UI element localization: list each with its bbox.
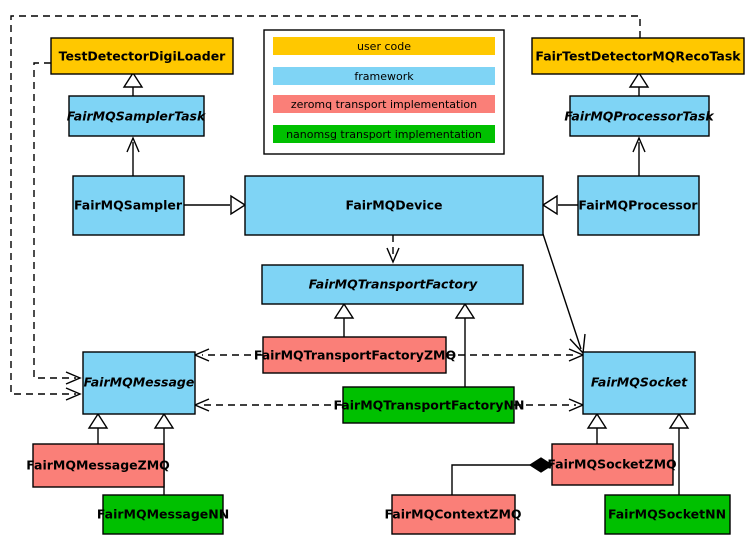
legend-item-zeromq: zeromq transport implementation bbox=[273, 95, 495, 113]
node-label: FairMQSocketZMQ bbox=[547, 457, 676, 472]
edge-factoryzmq-to-socket bbox=[446, 348, 585, 362]
node-label: FairMQSocketNN bbox=[608, 507, 726, 522]
edge-sampler-to-samplertask bbox=[126, 136, 140, 176]
node-box[interactable] bbox=[50, 37, 234, 75]
node-fairmqsocket[interactable]: FairMQSocket bbox=[582, 351, 696, 415]
edge-layer bbox=[10, 15, 690, 495]
legend-swatch-framework bbox=[273, 67, 495, 85]
edge-device-to-transportfactory bbox=[386, 235, 400, 264]
node-box[interactable] bbox=[391, 494, 516, 535]
node-fairmqmessagezmq[interactable]: FairMQMessageZMQ bbox=[26, 443, 170, 488]
edge-factoryzmq-to-message bbox=[193, 348, 263, 362]
node-fairmqtransportfactoryzmq[interactable]: FairMQTransportFactoryZMQ bbox=[254, 336, 456, 374]
node-box[interactable] bbox=[582, 351, 696, 415]
legend-item-nanomsg: nanomsg transport implementation bbox=[273, 125, 495, 143]
node-fairmqmessagenn[interactable]: FairMQMessageNN bbox=[97, 494, 229, 535]
node-box[interactable] bbox=[68, 95, 205, 137]
node-fairmqprocessor[interactable]: FairMQProcessor bbox=[577, 175, 700, 236]
node-fairmqprocessortask[interactable]: FairMQProcessorTask bbox=[564, 95, 714, 137]
node-fairmqsocketzmq[interactable]: FairMQSocketZMQ bbox=[547, 443, 677, 486]
edge-factorynn-to-factory bbox=[454, 302, 476, 387]
node-box[interactable] bbox=[551, 443, 674, 486]
legend-label-user-code: user code bbox=[357, 40, 411, 53]
node-fairmqsampler[interactable]: FairMQSampler bbox=[72, 175, 185, 236]
node-fairmqcontextzmq[interactable]: FairMQContextZMQ bbox=[384, 494, 522, 535]
node-label: FairMQSocket bbox=[591, 375, 688, 390]
node-fairmqtransportfactory[interactable]: FairMQTransportFactory bbox=[261, 264, 524, 305]
edge-recotask-to-message bbox=[10, 15, 641, 401]
node-fairtestdetectormqrecotask[interactable]: FairTestDetectorMQRecoTask bbox=[531, 37, 745, 75]
edge-digiloader-to-message bbox=[33, 62, 82, 385]
node-box[interactable] bbox=[261, 264, 524, 305]
node-box[interactable] bbox=[342, 386, 515, 424]
legend-item-framework: framework bbox=[273, 67, 495, 85]
node-label: FairMQDevice bbox=[346, 198, 443, 213]
node-box[interactable] bbox=[102, 494, 224, 535]
legend-panel: user code framework zeromq transport imp… bbox=[263, 29, 505, 155]
node-label: FairMQSamplerTask bbox=[67, 109, 206, 124]
legend-swatch-nanomsg bbox=[273, 125, 495, 143]
node-label: FairMQProcessor bbox=[578, 198, 698, 213]
node-label: FairMQProcessorTask bbox=[564, 109, 714, 124]
edge-socketzmq-to-socket bbox=[586, 412, 608, 444]
node-label: FairMQTransportFactory bbox=[309, 277, 478, 292]
node-fairmqsamplertask[interactable]: FairMQSamplerTask bbox=[67, 95, 206, 137]
node-box[interactable] bbox=[72, 175, 185, 236]
edge-processor-to-device bbox=[541, 194, 578, 216]
legend-label-zeromq: zeromq transport implementation bbox=[291, 98, 477, 111]
legend-label-nanomsg: nanomsg transport implementation bbox=[286, 128, 482, 141]
node-box[interactable] bbox=[32, 443, 165, 488]
edge-processortask-to-recotask bbox=[628, 71, 650, 96]
legend-swatch-user-code bbox=[273, 37, 495, 55]
node-box[interactable] bbox=[569, 95, 710, 137]
edge-processor-to-processortask bbox=[632, 136, 646, 176]
edge-sampler-to-device bbox=[184, 194, 247, 216]
node-box[interactable] bbox=[531, 37, 745, 75]
node-layer: TestDetectorDigiLoader FairMQSamplerTask… bbox=[26, 37, 745, 535]
node-fairmqmessage[interactable]: FairMQMessage bbox=[82, 351, 196, 415]
legend-item-user-code: user code bbox=[273, 37, 495, 55]
node-label: FairMQMessageZMQ bbox=[26, 458, 170, 473]
edge-device-to-socket bbox=[542, 233, 586, 355]
node-label: FairMQTransportFactoryZMQ bbox=[254, 348, 456, 363]
node-box[interactable] bbox=[82, 351, 196, 415]
node-label: FairTestDetectorMQRecoTask bbox=[535, 49, 741, 64]
node-label: FairMQTransportFactoryNN bbox=[334, 398, 525, 413]
legend-swatch-zeromq bbox=[273, 95, 495, 113]
node-label: FairMQMessage bbox=[84, 375, 195, 390]
node-box[interactable] bbox=[244, 175, 544, 236]
edge-socketnn-to-socket bbox=[668, 412, 690, 495]
edge-factorynn-to-message bbox=[193, 398, 343, 412]
node-label: FairMQSampler bbox=[74, 198, 183, 213]
node-box[interactable] bbox=[604, 494, 731, 535]
legend-label-framework: framework bbox=[354, 70, 414, 83]
edge-contextzmq-to-socketzmq bbox=[451, 457, 554, 495]
node-label: FairMQContextZMQ bbox=[384, 507, 521, 522]
node-fairmqsocketnn[interactable]: FairMQSocketNN bbox=[604, 494, 731, 535]
node-fairmqdevice[interactable]: FairMQDevice bbox=[244, 175, 544, 236]
edge-samplertask-to-digiloader bbox=[122, 71, 144, 96]
node-box[interactable] bbox=[262, 336, 447, 374]
node-testdetectordigiloader[interactable]: TestDetectorDigiLoader bbox=[50, 37, 234, 75]
node-label: TestDetectorDigiLoader bbox=[59, 49, 227, 64]
edge-factoryzmq-to-factory bbox=[333, 302, 355, 337]
node-fairmqtransportfactorynn[interactable]: FairMQTransportFactoryNN bbox=[334, 386, 525, 424]
edge-messagezmq-to-message bbox=[87, 412, 109, 444]
node-box[interactable] bbox=[577, 175, 700, 236]
node-label: FairMQMessageNN bbox=[97, 507, 229, 522]
